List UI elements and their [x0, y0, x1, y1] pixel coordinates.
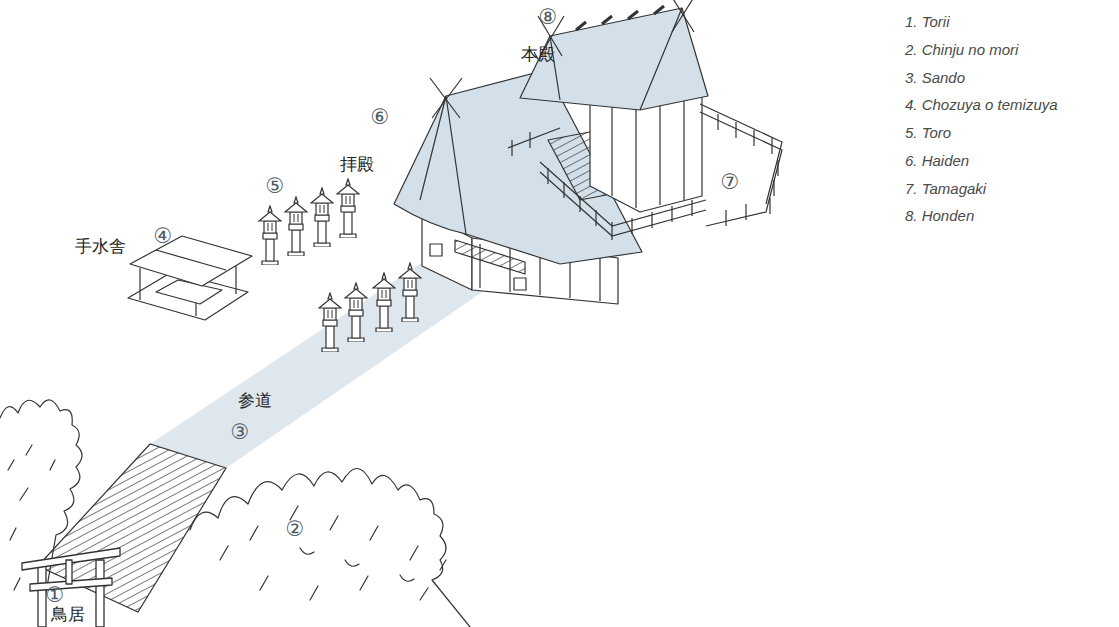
building-name: 手水舎	[75, 237, 126, 256]
gate-name: 鳥居	[51, 605, 85, 624]
callout-number: ③	[231, 421, 250, 444]
callout-number: ②	[286, 518, 305, 541]
key-item: 8. Honden	[905, 208, 974, 225]
key-item: 6. Haiden	[905, 153, 969, 170]
callout-number: ④	[154, 225, 173, 248]
key-item: 7. Tamagaki	[905, 181, 986, 198]
path-name: 参道	[238, 391, 272, 410]
key-item: 5. Toro	[905, 125, 951, 142]
callout-number: ⑦	[721, 171, 740, 194]
key-item: 1. Torii	[905, 14, 949, 31]
building-name: 拝殿	[340, 155, 374, 174]
callout-number: ⑧	[539, 6, 558, 29]
callout-number: ⑤	[266, 175, 285, 198]
callout-number: ⑥	[371, 106, 390, 129]
key-item: 2. Chinju no mori	[905, 42, 1018, 59]
key-item: 4. Chozuya o temizuya	[905, 97, 1058, 114]
key-item: 3. Sando	[905, 70, 965, 87]
building-name: 本殿	[521, 45, 555, 64]
